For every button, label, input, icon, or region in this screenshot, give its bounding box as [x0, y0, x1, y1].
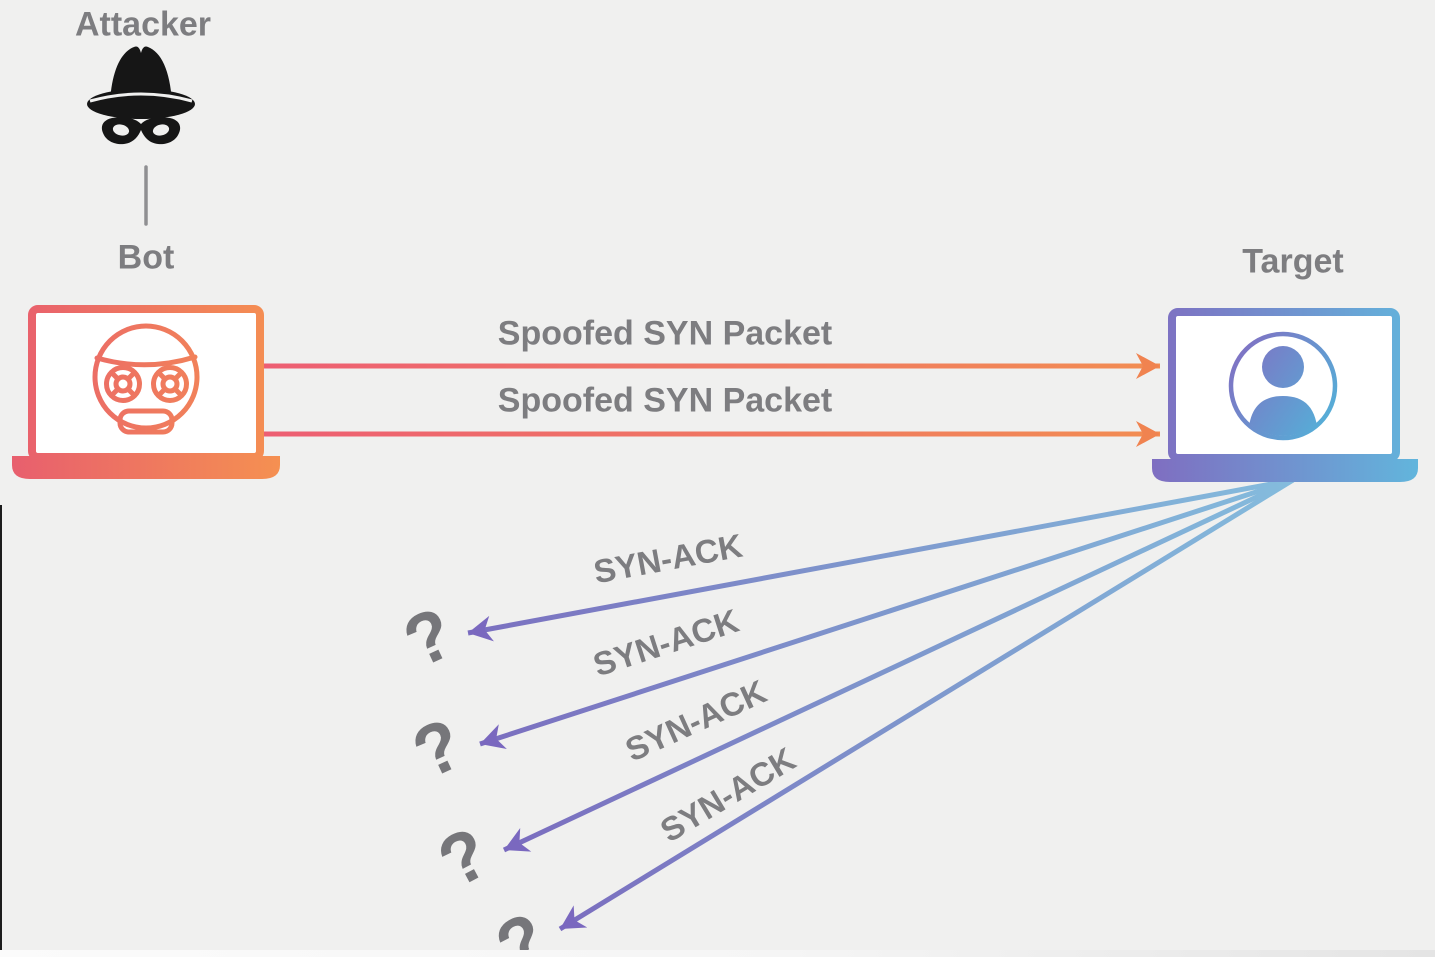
- syn-ack-arrow-1: [467, 477, 1294, 642]
- user-icon: [1228, 331, 1338, 441]
- spy-hat-mask-icon: [87, 46, 195, 145]
- robot-face-icon: [92, 323, 200, 435]
- attacker-label: Attacker: [74, 5, 212, 44]
- syn-packet-label-2: Spoofed SYN Packet: [497, 381, 833, 420]
- syn-packet-label-1: Spoofed SYN Packet: [497, 314, 833, 353]
- robot-laptop-icon: [12, 305, 280, 479]
- target-label: Target: [1242, 242, 1344, 281]
- bot-label: Bot: [117, 238, 175, 277]
- user-laptop-icon: [1152, 308, 1418, 482]
- syn-ack-arrows: [467, 477, 1295, 932]
- syn-ack-arrow-4: [558, 477, 1295, 932]
- bottom-page-edge: [0, 950, 1435, 957]
- left-edge-line: [0, 505, 2, 950]
- syn-packet-arrows: [263, 353, 1160, 447]
- syn-ack-arrow-3: [502, 477, 1295, 853]
- syn-ack-arrow-2: [479, 477, 1294, 749]
